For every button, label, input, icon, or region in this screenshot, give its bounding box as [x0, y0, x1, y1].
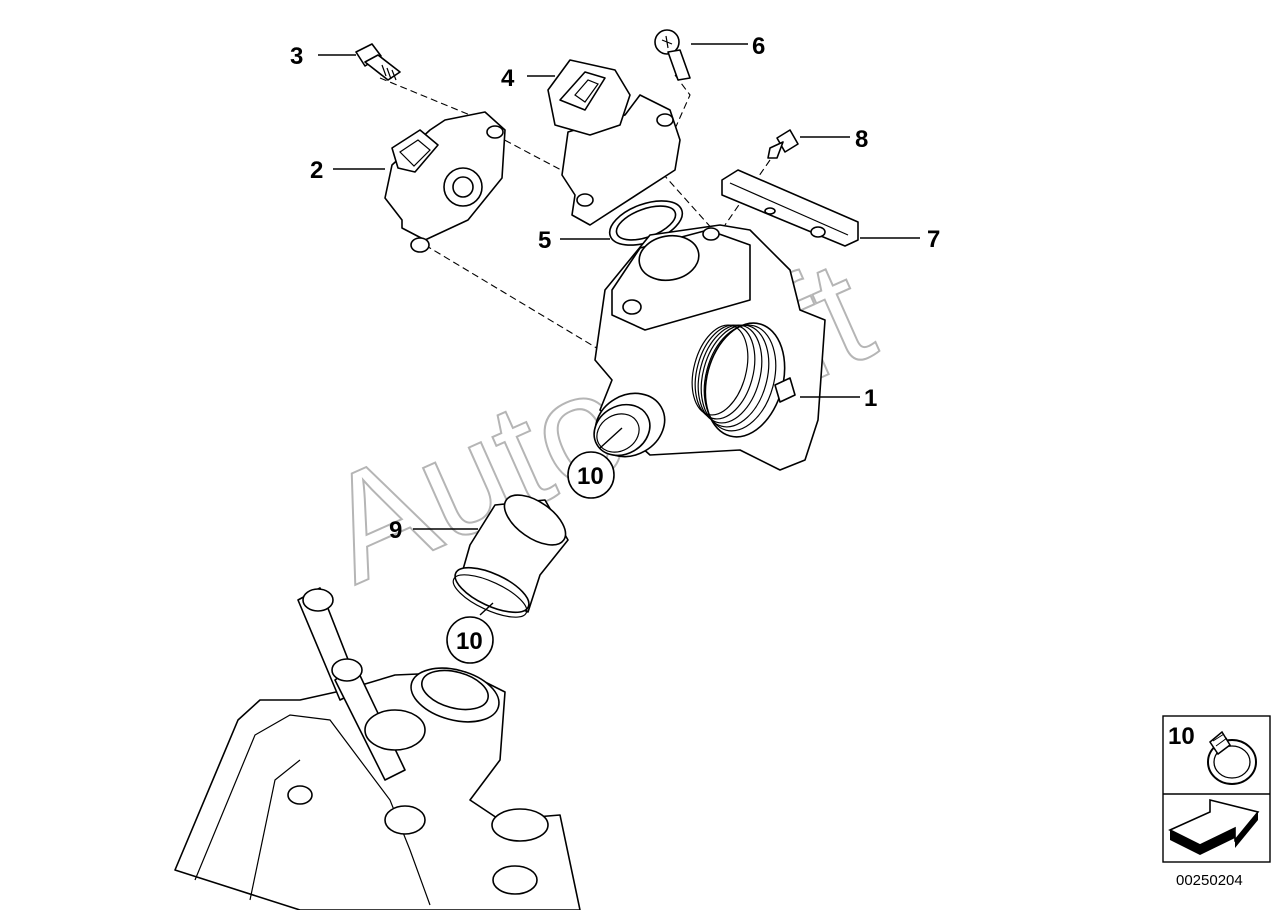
assembly-lines — [379, 74, 771, 351]
callout-6: 6 — [752, 33, 765, 60]
screw-part-8 — [767, 129, 799, 159]
hose-clamp-icon — [1207, 730, 1257, 785]
callout-5: 5 — [538, 227, 551, 254]
screw-part-3 — [355, 43, 401, 81]
engine-block — [174, 587, 581, 910]
callout-8: 8 — [855, 126, 868, 153]
callout-10-lower: 10 — [456, 628, 483, 655]
document-number: 00250204 — [1176, 872, 1243, 889]
throttle-housing-part-1 — [593, 224, 826, 471]
bracket-part-7 — [721, 169, 859, 247]
callouts: 3 2 4 6 5 8 7 1 9 10 10 — [290, 33, 940, 664]
screw-part-6 — [654, 29, 691, 81]
legend-box: 10 — [1162, 715, 1271, 863]
arrow-right-icon[interactable] — [1168, 798, 1260, 855]
hose-part-9 — [452, 494, 569, 618]
callout-9: 9 — [389, 517, 402, 544]
callout-2: 2 — [310, 157, 323, 184]
callout-7: 7 — [927, 226, 940, 253]
callout-4: 4 — [501, 65, 515, 92]
egr-valve-part-4 — [547, 59, 681, 226]
leader-lines — [318, 43, 920, 616]
callout-3: 3 — [290, 43, 303, 70]
callout-10-upper: 10 — [577, 463, 604, 490]
callout-1: 1 — [864, 385, 877, 412]
sensor-part-2 — [384, 111, 506, 253]
legend-item-number: 10 — [1168, 723, 1195, 750]
